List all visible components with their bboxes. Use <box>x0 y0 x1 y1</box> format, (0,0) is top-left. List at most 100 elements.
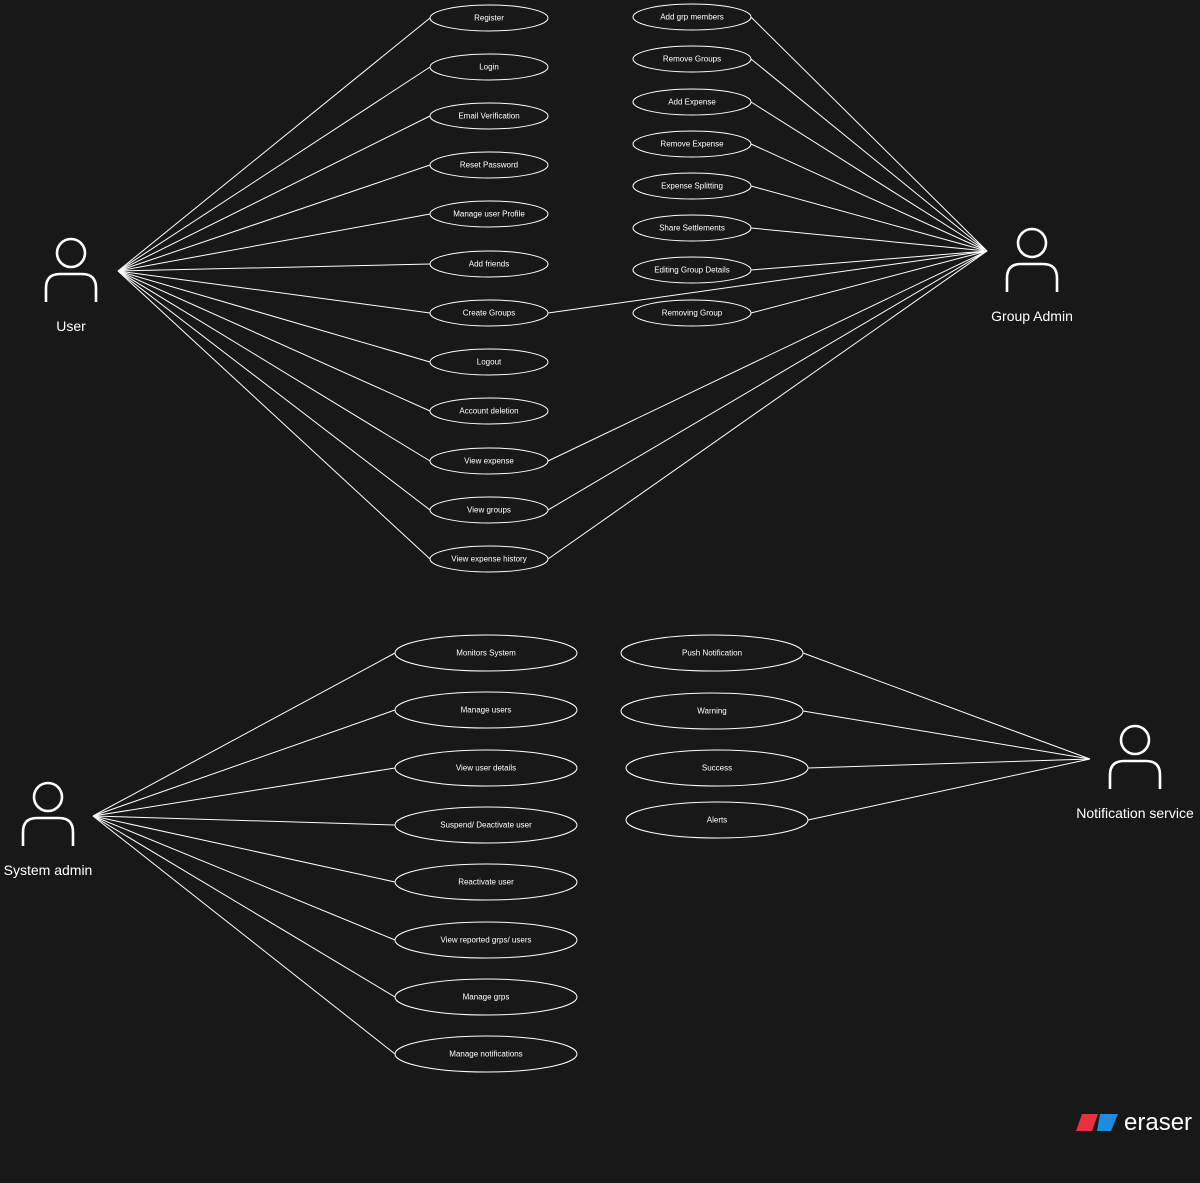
use-case-label: View expense <box>464 457 514 466</box>
association-line <box>117 115 431 272</box>
use-case-warning[interactable]: Warning <box>620 692 804 730</box>
association-line <box>117 17 431 272</box>
association-line <box>92 652 396 817</box>
use-case-add-friends[interactable]: Add friends <box>429 250 549 278</box>
actor-body-icon <box>44 272 98 302</box>
actor-user[interactable]: User <box>44 237 98 334</box>
use-case-expense-splitting[interactable]: Expense Splitting <box>632 172 752 200</box>
actor-head-icon <box>1119 724 1151 756</box>
use-case-label: Logout <box>477 358 502 367</box>
association-line <box>750 16 988 252</box>
use-case-ellipse <box>429 299 549 327</box>
use-case-ellipse <box>632 256 752 284</box>
use-case-label: Reactivate user <box>458 878 514 887</box>
use-case-ellipse <box>632 130 752 158</box>
eraser-logo-blue-mark <box>1097 1114 1118 1131</box>
use-case-ellipse <box>429 151 549 179</box>
use-case-push-notification[interactable]: Push Notification <box>620 634 804 672</box>
use-case-label: Remove Expense <box>660 140 724 149</box>
use-case-ellipse <box>429 53 549 81</box>
use-case-ellipse <box>632 214 752 242</box>
use-case-account-deletion[interactable]: Account deletion <box>429 397 549 425</box>
use-case-ellipse <box>429 250 549 278</box>
association-line <box>92 709 396 817</box>
association-line <box>117 213 431 272</box>
use-case-reset-password[interactable]: Reset Password <box>429 151 549 179</box>
use-case-manage-grps[interactable]: Manage grps <box>394 978 578 1016</box>
use-case-removing-group[interactable]: Removing Group <box>632 299 752 327</box>
use-case-remove-groups[interactable]: Remove Groups <box>632 45 752 73</box>
use-case-success[interactable]: Success <box>625 749 809 787</box>
use-case-ellipse <box>429 545 549 573</box>
use-case-view-user-details[interactable]: View user details <box>394 749 578 787</box>
use-case-login[interactable]: Login <box>429 53 549 81</box>
association-line <box>750 250 988 314</box>
use-case-label: View expense history <box>451 555 526 564</box>
actor-body-icon <box>1108 759 1162 789</box>
actor-head-icon <box>1016 227 1048 259</box>
association-line <box>802 710 1091 760</box>
use-case-ellipse <box>632 88 752 116</box>
association-line <box>802 652 1091 760</box>
association-line <box>750 185 988 252</box>
use-case-reactivate-user[interactable]: Reactivate user <box>394 863 578 901</box>
use-case-label: Manage notifications <box>449 1050 522 1059</box>
use-case-label: Monitors System <box>456 649 516 658</box>
use-case-label: Suspend/ Deactivate user <box>440 821 532 830</box>
use-case-view-expense-history[interactable]: View expense history <box>429 545 549 573</box>
use-case-ellipse <box>429 348 549 376</box>
use-case-alerts[interactable]: Alerts <box>625 801 809 839</box>
use-case-ellipse <box>394 921 578 959</box>
use-case-label: Register <box>474 14 504 23</box>
use-case-ellipse <box>394 691 578 729</box>
association-line <box>117 270 431 412</box>
use-case-label: Reset Password <box>460 161 518 170</box>
use-case-label: Editing Group Details <box>654 266 730 275</box>
use-case-monitors-system[interactable]: Monitors System <box>394 634 578 672</box>
use-case-label: Manage users <box>461 706 512 715</box>
use-case-manage-user-profile[interactable]: Manage user Profile <box>429 200 549 228</box>
use-case-suspend-deactivate-user[interactable]: Suspend/ Deactivate user <box>394 806 578 844</box>
association-line <box>117 270 431 462</box>
association-line <box>117 270 431 314</box>
use-case-view-reported[interactable]: View reported grps/ users <box>394 921 578 959</box>
use-case-ellipse <box>394 863 578 901</box>
eraser-brand-name: eraser <box>1124 1109 1192 1136</box>
association-line <box>92 815 396 1055</box>
association-line <box>750 143 988 252</box>
use-case-ellipse <box>429 496 549 524</box>
use-case-view-groups[interactable]: View groups <box>429 496 549 524</box>
association-line <box>807 758 1091 821</box>
use-case-manage-notifications[interactable]: Manage notifications <box>394 1035 578 1073</box>
use-case-ellipse <box>632 45 752 73</box>
association-line <box>750 250 988 271</box>
use-case-add-grp-members[interactable]: Add grp members <box>632 3 752 31</box>
use-case-ellipse <box>394 978 578 1016</box>
association-line <box>547 250 988 560</box>
actor-system-admin[interactable]: System admin <box>4 781 93 878</box>
use-case-create-groups[interactable]: Create Groups <box>429 299 549 327</box>
use-case-email-verification[interactable]: Email Verification <box>429 102 549 130</box>
actor-notification-service[interactable]: Notification service <box>1076 724 1194 821</box>
use-case-label: Warning <box>697 707 727 716</box>
use-case-ellipse <box>429 4 549 32</box>
association-line <box>117 270 431 511</box>
use-case-add-expense[interactable]: Add Expense <box>632 88 752 116</box>
association-line <box>750 101 988 252</box>
association-line <box>117 66 431 272</box>
association-line <box>750 227 988 252</box>
use-case-label: Share Settlements <box>659 224 725 233</box>
use-case-logout[interactable]: Logout <box>429 348 549 376</box>
use-case-view-expense[interactable]: View expense <box>429 447 549 475</box>
use-case-label: View reported grps/ users <box>440 936 531 945</box>
association-line <box>92 815 396 826</box>
use-case-share-settlements[interactable]: Share Settlements <box>632 214 752 242</box>
association-line <box>117 270 431 560</box>
use-case-editing-group-details[interactable]: Editing Group Details <box>632 256 752 284</box>
use-case-remove-expense[interactable]: Remove Expense <box>632 130 752 158</box>
actor-group-admin[interactable]: Group Admin <box>991 227 1073 324</box>
use-case-ellipse <box>394 806 578 844</box>
use-case-manage-users[interactable]: Manage users <box>394 691 578 729</box>
use-case-register[interactable]: Register <box>429 4 549 32</box>
